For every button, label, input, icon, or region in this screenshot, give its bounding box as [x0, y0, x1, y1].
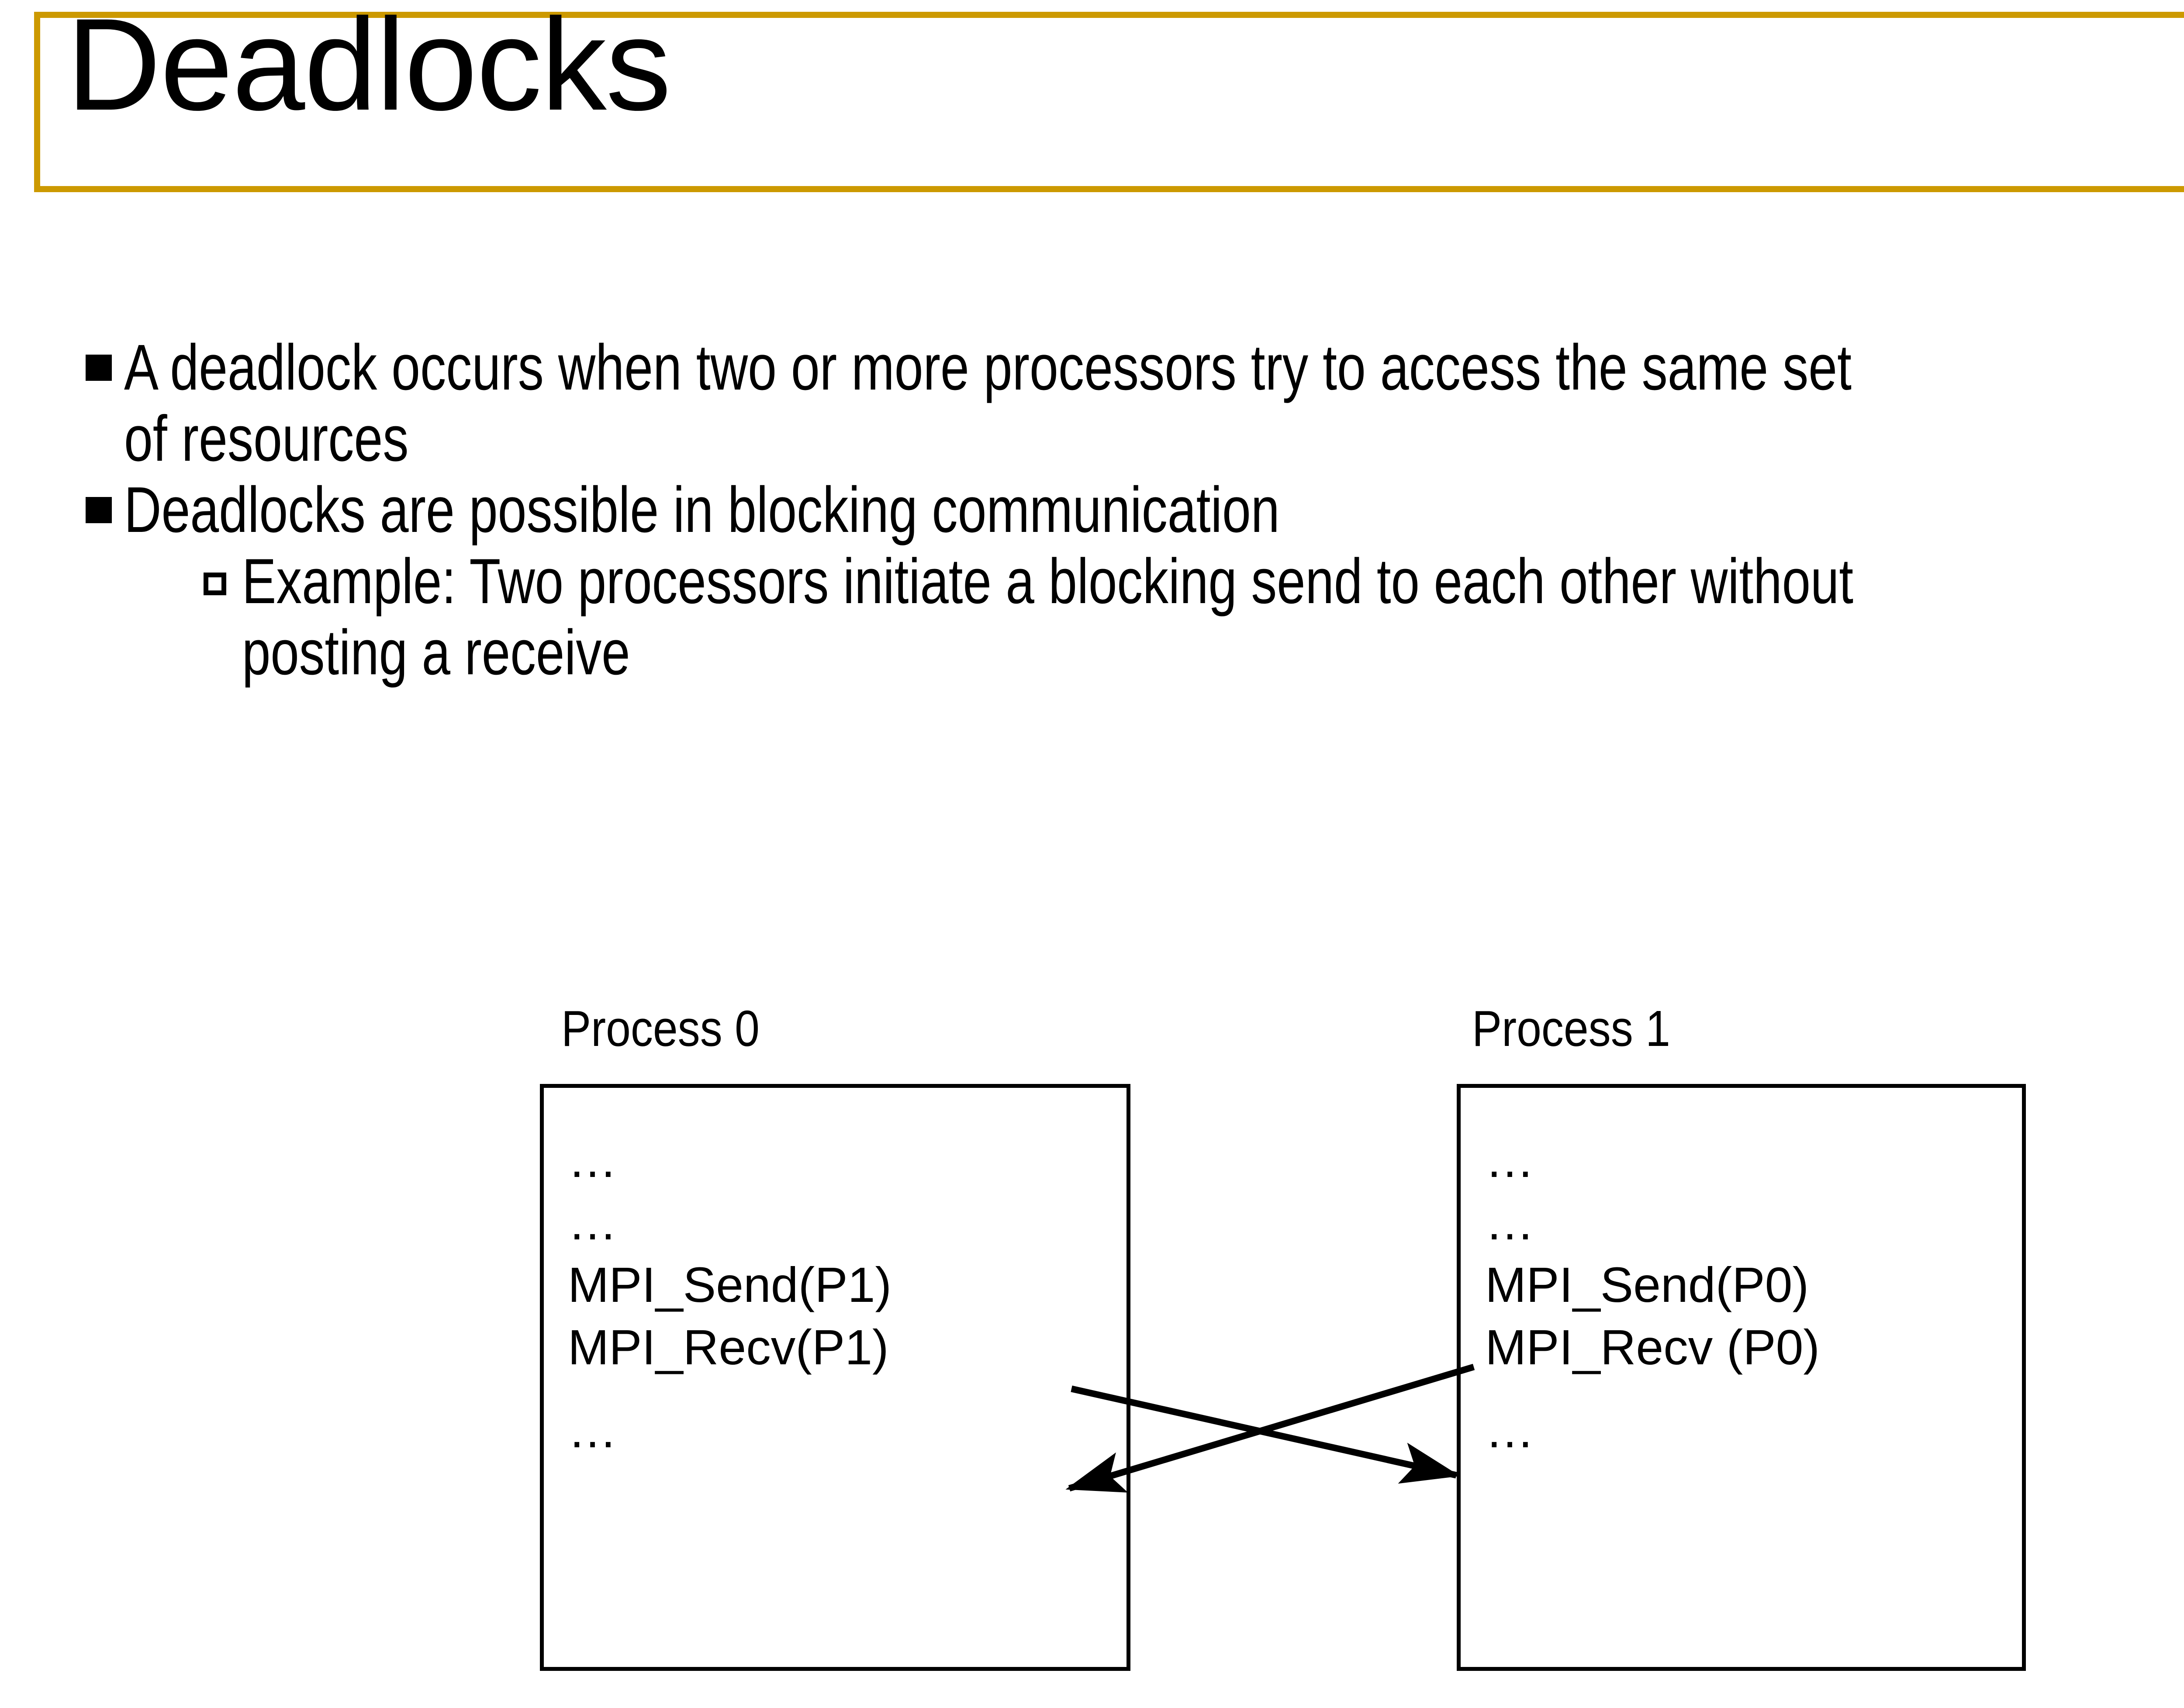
process-0-code-line-1: … — [568, 1132, 617, 1187]
process-1-box — [1457, 1084, 2026, 1671]
process-0-label: Process 0 — [561, 1000, 760, 1057]
process-0-box — [540, 1084, 1130, 1671]
bullet-item-1: A deadlock occurs when two or more proce… — [86, 332, 2184, 474]
bullet-item-3: Example: Two processors initiate a block… — [204, 545, 2184, 688]
process-1-code-line-3: MPI_Send(P0) — [1485, 1257, 1809, 1312]
process-0-code: … … MPI_Send(P1) MPI_Recv(P1) … — [568, 1135, 892, 1468]
bullet-list: A deadlock occurs when two or more proce… — [86, 332, 2184, 688]
process-0-code-line-2: … — [568, 1195, 617, 1250]
process-1-code-line-2: … — [1485, 1195, 1534, 1250]
process-0-code-line-3: MPI_Send(P1) — [568, 1257, 892, 1312]
process-1-code: … … MPI_Send(P0) MPI_Recv (P0) … — [1485, 1135, 1820, 1468]
arrow-send-p1-to-p0 — [1065, 1363, 1475, 1493]
process-1-code-line-1: … — [1485, 1132, 1534, 1187]
bullet-item-2-text: Deadlocks are possible in blocking commu… — [124, 474, 1280, 546]
process-0-code-line-6: … — [568, 1403, 617, 1458]
process-0-code-line-4: MPI_Recv(P1) — [568, 1320, 889, 1375]
bullet-item-2: Deadlocks are possible in blocking commu… — [86, 474, 2184, 545]
bullet-item-1-text: A deadlock occurs when two or more proce… — [124, 331, 1852, 475]
process-1-label: Process 1 — [1472, 1000, 1670, 1057]
page-title: Deadlocks — [66, 0, 671, 138]
process-1-code-line-4: MPI_Recv (P0) — [1485, 1320, 1820, 1375]
process-1-code-line-6: … — [1485, 1403, 1534, 1458]
bullet-item-3-text: Example: Two processors initiate a block… — [242, 545, 1854, 688]
title-frame: Deadlocks — [34, 0, 2184, 192]
